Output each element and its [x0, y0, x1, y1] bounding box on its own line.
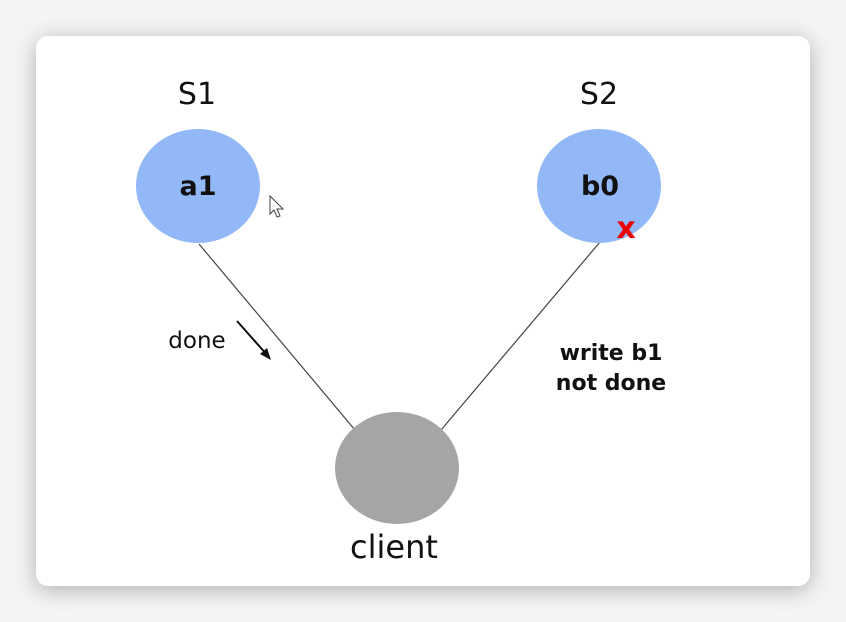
failure-x-icon: x [616, 211, 635, 246]
server-s1-node[interactable] [136, 129, 260, 243]
edge-s1-label: done [168, 328, 225, 354]
edge-s1-client [198, 243, 356, 431]
server-s2-node[interactable] [537, 129, 661, 243]
arrow-icon [236, 320, 271, 360]
edge-s2-label-line1: write b1 [560, 341, 663, 366]
client-node[interactable] [335, 412, 459, 524]
edge-s2-label-line2: not done [556, 371, 666, 396]
server-s1-name: S1 [178, 77, 216, 112]
server-s1-value: a1 [179, 171, 216, 202]
server-s2-name: S2 [580, 77, 618, 112]
server-s2-value: b0 [581, 171, 619, 202]
edge-s2-client [440, 241, 601, 431]
mouse-cursor-icon [269, 194, 285, 218]
client-label: client [350, 528, 438, 566]
